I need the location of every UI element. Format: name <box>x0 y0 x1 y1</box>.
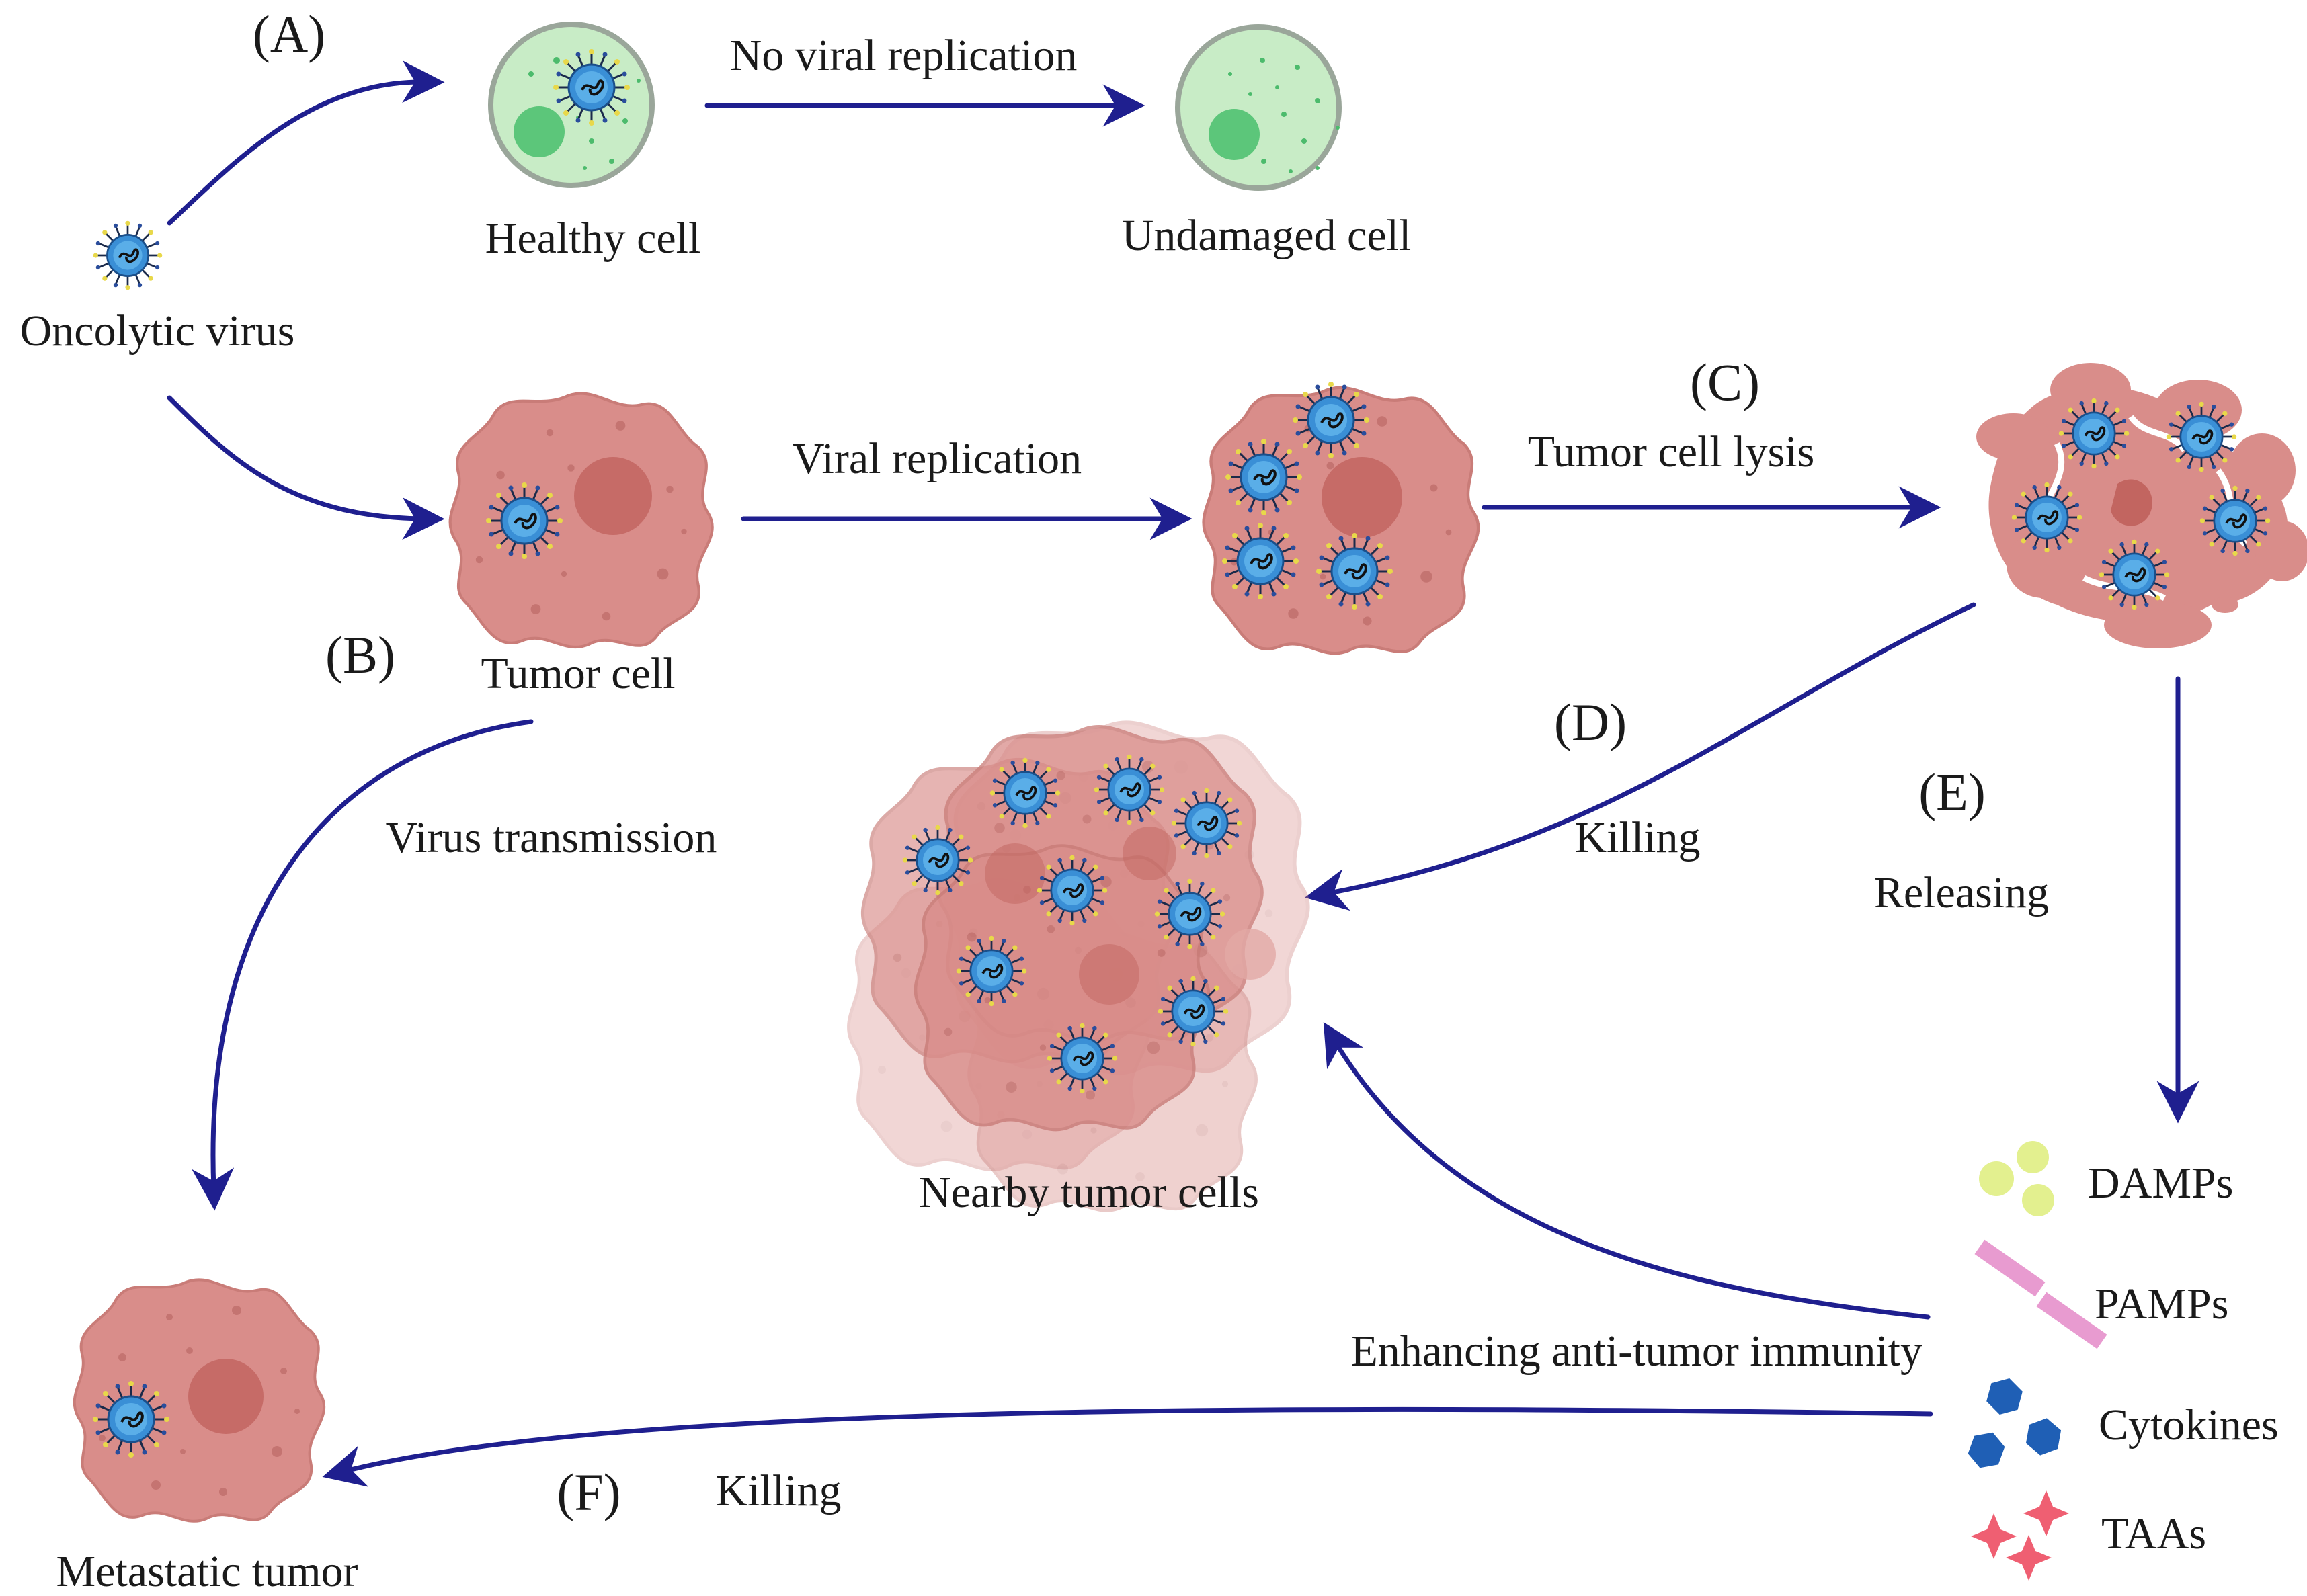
infected-tumor-cell-icon <box>1204 380 1479 653</box>
panel-label-d: (D) <box>1553 693 1627 751</box>
oncolytic-virus-label: Oncolytic virus <box>19 306 295 355</box>
arrow-killing-f <box>322 1406 1933 1487</box>
pamps-icon <box>1974 1239 2107 1349</box>
no-viral-replication-label: No viral replication <box>729 31 1078 80</box>
pamps-label: PAMPs <box>2095 1279 2229 1329</box>
damps-label: DAMPs <box>2088 1159 2234 1208</box>
metastatic-tumor-icon <box>73 1278 326 1523</box>
enhancing-immunity-label: Enhancing anti-tumor immunity <box>1350 1327 1922 1376</box>
cytokines-label: Cytokines <box>2099 1400 2279 1450</box>
tumor-cell-lysis-label: Tumor cell lysis <box>1527 427 1815 476</box>
undamaged-cell-icon <box>1175 24 1342 191</box>
healthy-cell-icon <box>488 22 655 188</box>
arrow-enhancing <box>1323 1021 1931 1320</box>
taas-label: TAAs <box>2101 1509 2207 1558</box>
undamaged-cell-label: Undamaged cell <box>1121 211 1412 260</box>
damps-icon <box>1979 1141 2054 1216</box>
arrow-virus-to-tumor <box>167 395 445 540</box>
killing-d-label: Killing <box>1574 813 1701 862</box>
taas-icon <box>1971 1490 2069 1581</box>
lysed-cell-icon <box>1976 363 2307 648</box>
viral-replication-label: Viral replication <box>792 434 1082 483</box>
arrow-virus-to-healthy <box>167 60 445 226</box>
panel-label-a: (A) <box>252 5 326 63</box>
tumor-cell-label: Tumor cell <box>481 649 676 698</box>
releasing-label: Releasing <box>1873 868 2050 917</box>
arrow-transmission <box>192 719 534 1211</box>
virus-transmission-label: Virus transmission <box>385 813 717 862</box>
nearby-tumor-cells-label: Nearby tumor cells <box>919 1168 1259 1217</box>
panel-label-c: (C) <box>1690 353 1760 411</box>
cytokines-icon <box>1968 1378 2062 1468</box>
tumor-cell-icon <box>450 394 713 647</box>
healthy-cell-label: Healthy cell <box>485 214 701 263</box>
nearby-tumor-cells-icon <box>848 722 1307 1210</box>
virus-icon <box>91 219 164 292</box>
metastatic-tumor-label: Metastatic tumor <box>56 1547 358 1596</box>
killing-f-label: Killing <box>715 1466 842 1515</box>
panel-label-b: (B) <box>325 626 395 684</box>
panel-label-f: (F) <box>557 1463 621 1521</box>
arrow-killing-d <box>1305 602 1976 911</box>
panel-label-e: (E) <box>1918 763 1986 821</box>
